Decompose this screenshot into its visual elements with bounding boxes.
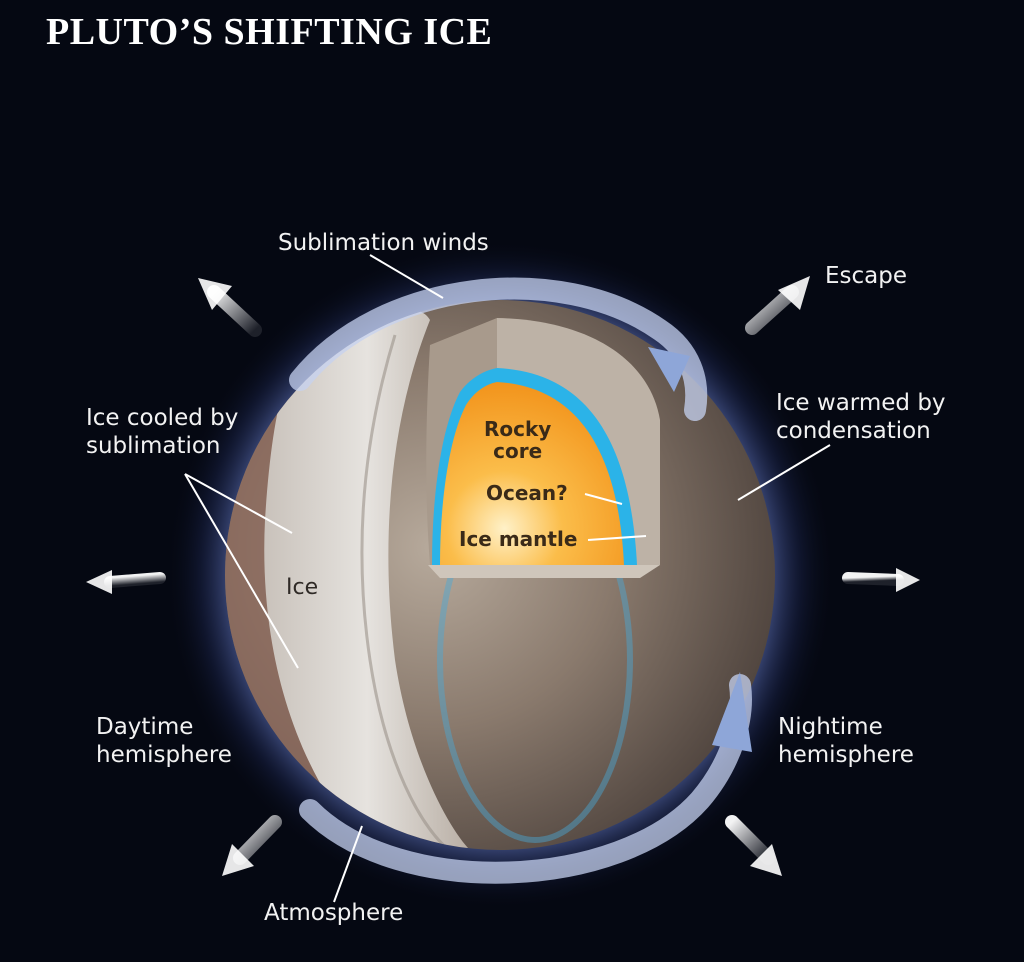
label-rocky-core: Rocky core: [484, 417, 552, 463]
label-ice-mantle: Ice mantle: [459, 527, 578, 551]
page-title: PLUTO’S SHIFTING ICE: [46, 11, 493, 53]
label-ice-cooled: Ice cooled by sublimation: [86, 405, 239, 459]
rocky-core: [440, 382, 624, 565]
leader-lines: [184, 254, 831, 903]
label-atmosphere: Atmosphere: [264, 900, 404, 926]
wind-arrowhead-bottom: [712, 672, 752, 752]
label-ocean: Ocean?: [486, 481, 568, 505]
label-daytime-hemisphere: Daytime hemisphere: [96, 714, 232, 768]
wind-arc-top: [289, 277, 708, 421]
wind-arrowhead-top: [648, 347, 690, 392]
label-nightime-hemisphere: Nightime hemisphere: [778, 714, 914, 768]
label-ice-warmed: Ice warmed by condensation: [776, 390, 946, 444]
escape-arrows: [86, 276, 920, 876]
label-ice: Ice: [286, 575, 319, 600]
ice-band: [264, 307, 470, 850]
label-escape: Escape: [825, 263, 908, 289]
label-sublimation-winds: Sublimation winds: [278, 230, 489, 256]
